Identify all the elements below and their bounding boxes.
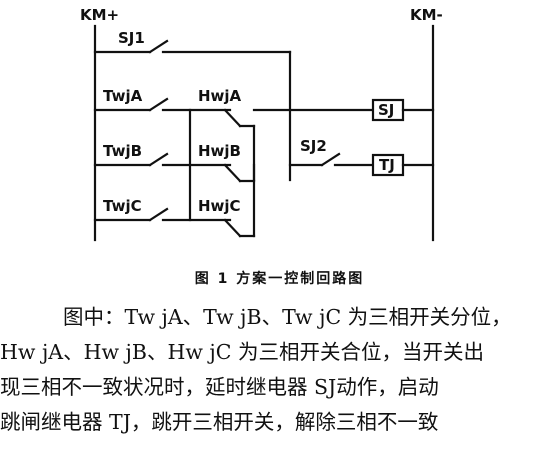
paragraph-line-1: 图中：Tw jA、Tw jB、Tw jC 为三相开关分位， bbox=[63, 305, 512, 329]
bus-negative-label: KM- bbox=[410, 6, 443, 24]
hwjc-label: HwjC bbox=[198, 197, 241, 215]
twjc-contact-blade bbox=[148, 207, 169, 222]
bus-positive-label: KM+ bbox=[80, 6, 119, 24]
sj2-branch: SJ2 TJ bbox=[288, 137, 435, 177]
paragraph-line-2: Hw jA、Hw jB、Hw jC 为三相开关合位，当开关出 bbox=[0, 340, 484, 364]
hwja-label: HwjA bbox=[198, 87, 242, 105]
figure-caption: 图 1 方案一控制回路图 bbox=[194, 271, 365, 287]
sj2-label: SJ2 bbox=[300, 137, 327, 155]
twjc-label: TwjC bbox=[103, 197, 142, 215]
relay-tj-label: TJ bbox=[379, 156, 395, 174]
phase-b-branch: TwjB HwjB bbox=[93, 142, 256, 183]
sj2-contact-blade bbox=[320, 152, 341, 167]
relay-sj-label: SJ bbox=[378, 101, 394, 119]
paragraph-line-4: 跳闸继电器 TJ，跳开三相开关，解除三相不一致 bbox=[0, 410, 439, 434]
twja-contact-blade bbox=[148, 97, 169, 112]
sj1-label: SJ1 bbox=[118, 29, 145, 47]
phase-a-branch: TwjA HwjA SJ bbox=[93, 87, 435, 128]
hwjb-label: HwjB bbox=[198, 142, 241, 160]
hwja-contact-blade bbox=[223, 108, 242, 128]
phase-c-branch: TwjC HwjC bbox=[93, 197, 256, 238]
sj1-contact-blade bbox=[148, 39, 169, 54]
twjb-label: TwjB bbox=[103, 142, 142, 160]
explanation-paragraph: 图中：Tw jA、Tw jB、Tw jC 为三相开关分位， Hw jA、Hw j… bbox=[0, 300, 559, 440]
hwjb-contact-blade bbox=[223, 163, 242, 183]
paragraph-line-3: 现三相不一致状况时，延时继电器 SJ动作，启动 bbox=[0, 375, 439, 399]
hwjc-contact-blade bbox=[223, 218, 242, 238]
twjb-contact-blade bbox=[148, 152, 169, 167]
twja-label: TwjA bbox=[103, 87, 143, 105]
control-circuit-diagram: KM+ KM- SJ1 TwjA HwjA SJ bbox=[80, 6, 443, 242]
sj1-branch: SJ1 bbox=[93, 29, 292, 182]
